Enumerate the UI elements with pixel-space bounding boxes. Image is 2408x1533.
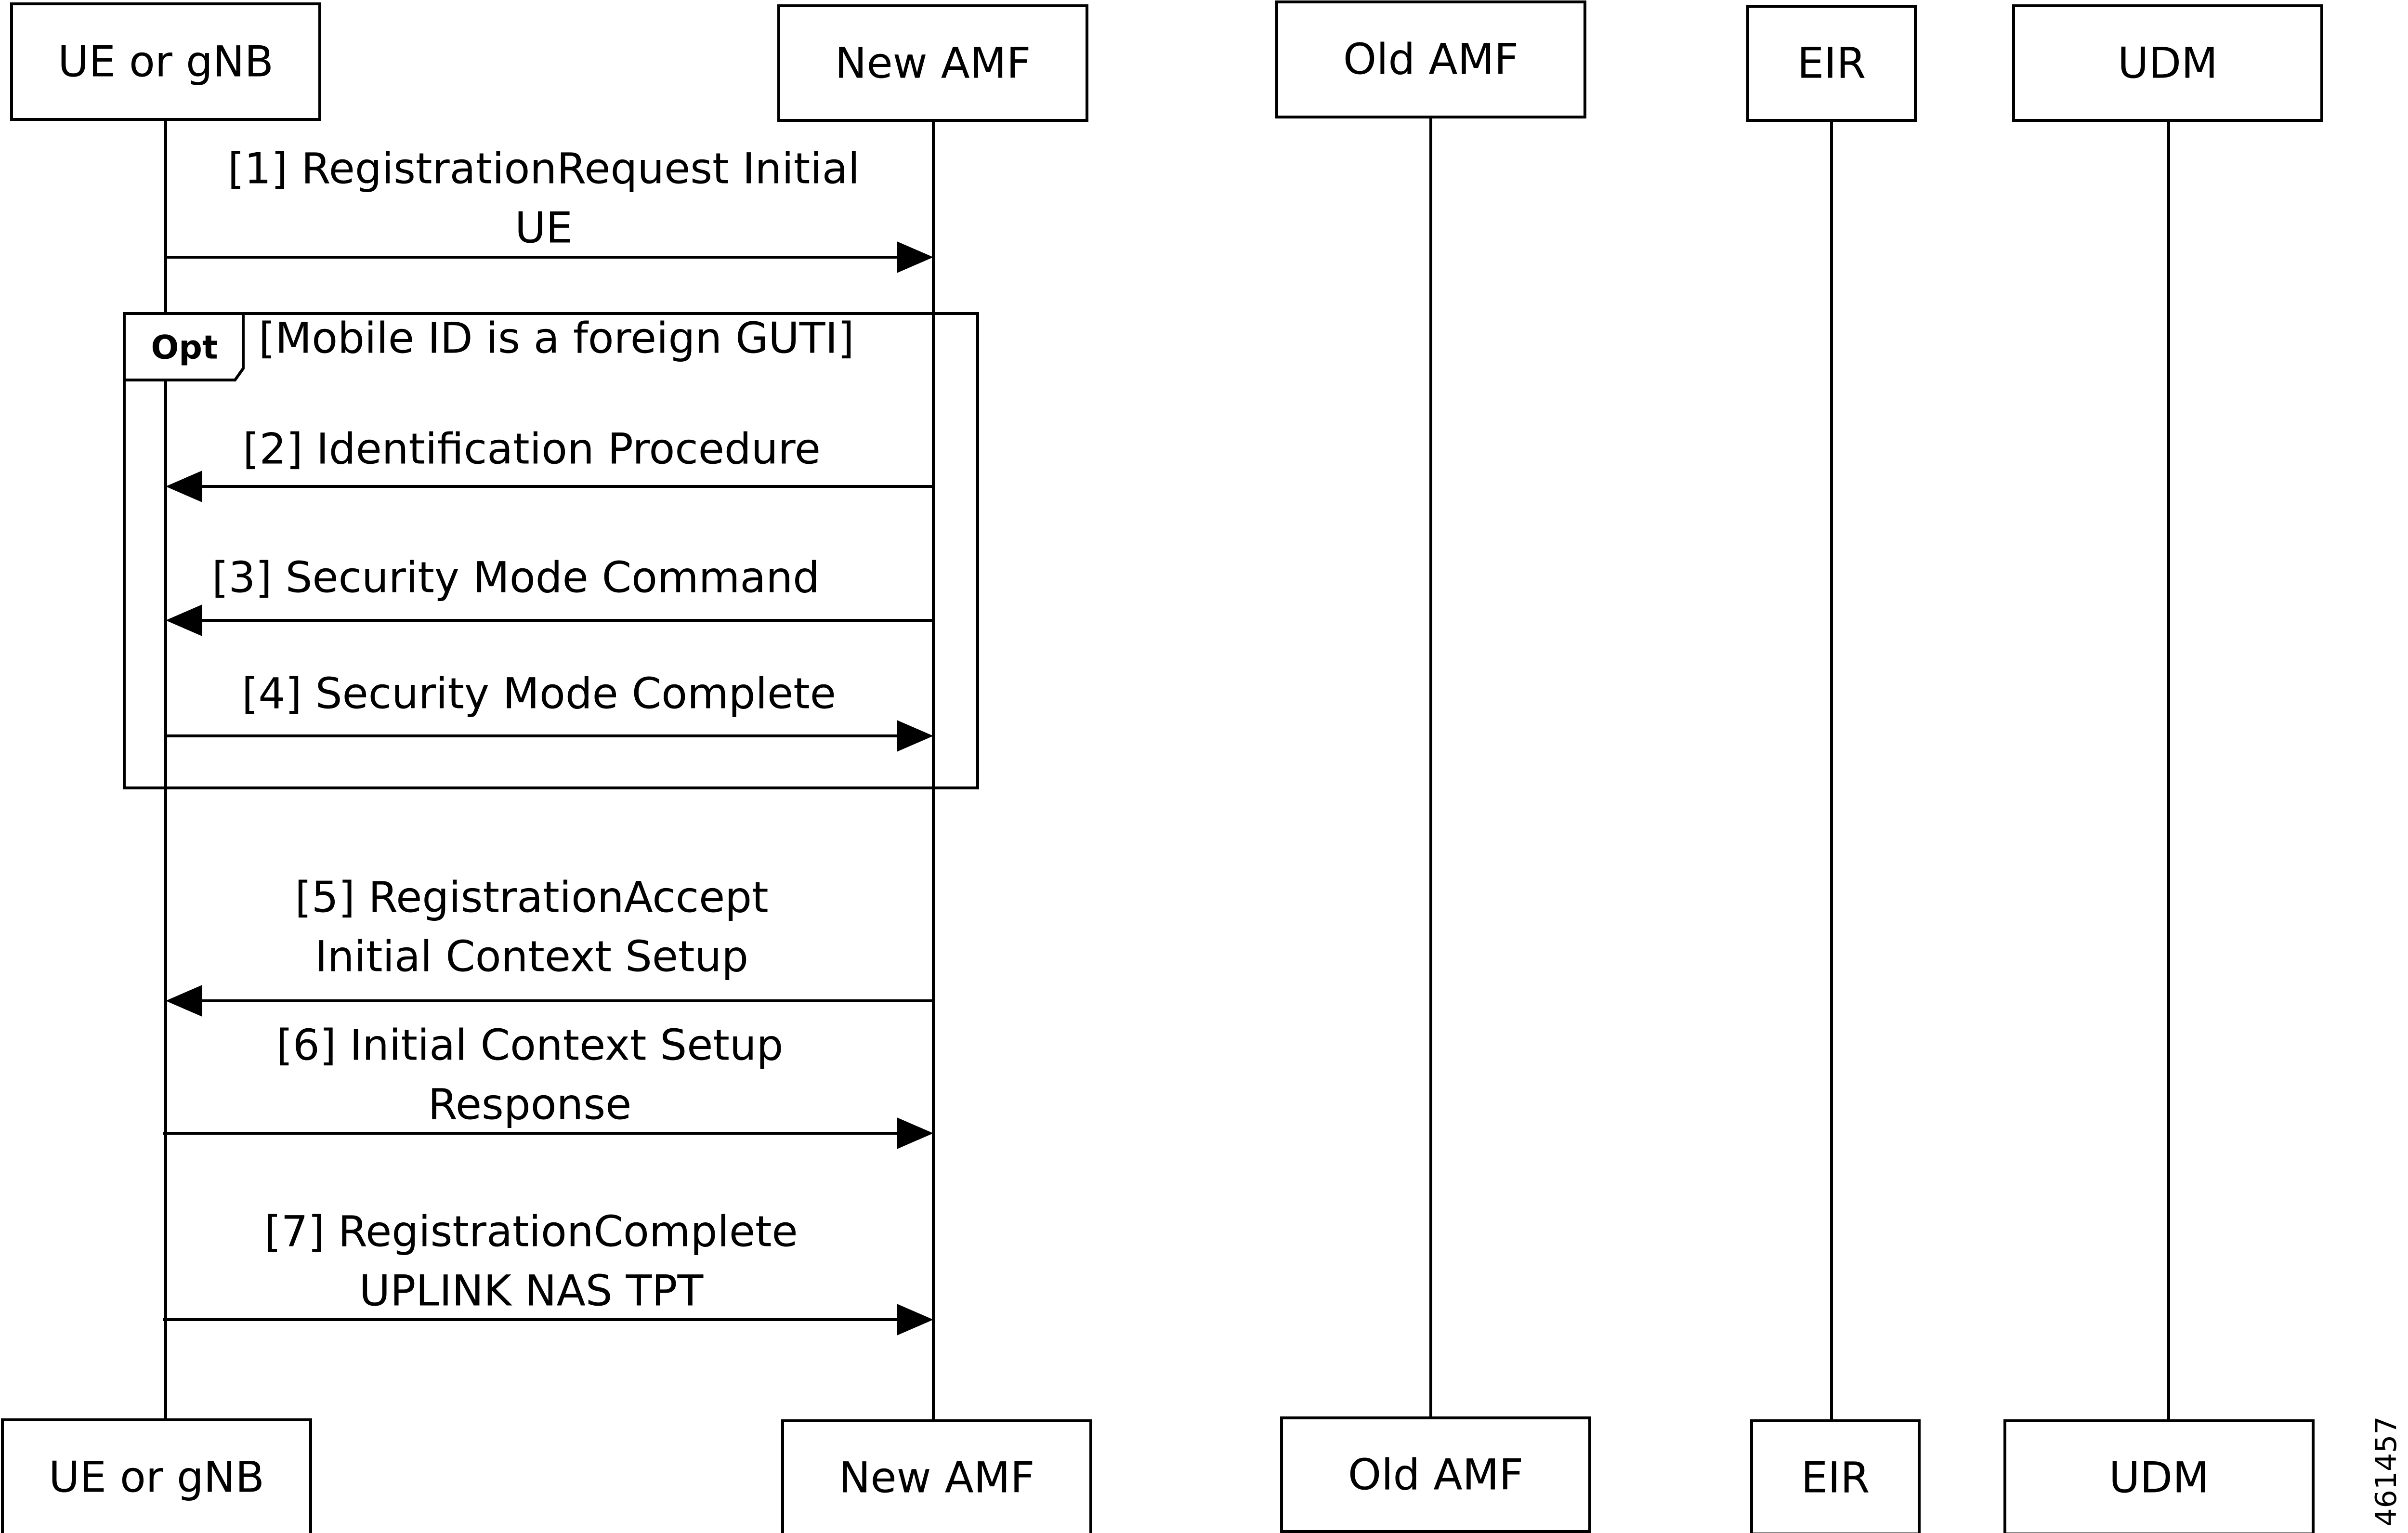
participant-label: UDM: [2109, 1453, 2209, 1503]
message-1: [1] RegistrationRequest Initial UE: [166, 144, 933, 273]
opt-operator-label: Opt: [151, 329, 218, 367]
message-2: [2] Identification Procedure: [166, 424, 933, 502]
participant-label: New AMF: [835, 39, 1031, 88]
message-3: [3] Security Mode Command: [166, 553, 933, 636]
message-label-line-1: [4] Security Mode Complete: [242, 669, 836, 719]
participant-top-eir: EIR: [1746, 5, 1917, 122]
arrowhead-icon: [166, 604, 202, 636]
message-label-line-1: [3] Security Mode Command: [212, 553, 820, 603]
message-label-line-1: [1] RegistrationRequest Initial: [228, 144, 860, 194]
message-label-line-2: Initial Context Setup: [315, 932, 748, 982]
participant-label: UE or gNB: [58, 37, 274, 87]
opt-frame: [123, 312, 979, 789]
participant-label: EIR: [1797, 39, 1866, 88]
participant-label: Old AMF: [1343, 35, 1518, 84]
participant-bottom-old-amf: Old AMF: [1280, 1416, 1591, 1533]
message-label-line-1: [7] RegistrationComplete: [264, 1207, 798, 1257]
participant-label: New AMF: [839, 1453, 1035, 1503]
participant-top-new-amf: New AMF: [777, 4, 1088, 122]
message-4: [4] Security Mode Complete: [166, 669, 933, 752]
participant-top-old-amf: Old AMF: [1275, 0, 1586, 118]
message-label-line-2: Response: [428, 1080, 632, 1129]
arrowhead-icon: [897, 241, 933, 273]
arrowhead-icon: [897, 1304, 933, 1336]
opt-guard-label: [Mobile ID is a foreign GUTI]: [259, 314, 854, 363]
arrowhead-icon: [166, 471, 202, 502]
figure-id: 461457: [2369, 1416, 2403, 1526]
participant-top-udm: UDM: [2012, 4, 2323, 122]
message-label-line-1: [2] Identification Procedure: [243, 424, 821, 474]
message-5: [5] RegistrationAccept Initial Context S…: [166, 873, 933, 1017]
message-6: [6] Initial Context Setup Response: [163, 1021, 933, 1149]
message-label-line-2: UE: [515, 203, 573, 253]
message-label-line-2: UPLINK NAS TPT: [359, 1266, 704, 1316]
arrowhead-icon: [897, 1117, 933, 1149]
arrowhead-icon: [897, 720, 933, 752]
message-7: [7] RegistrationComplete UPLINK NAS TPT: [163, 1207, 933, 1336]
message-label-line-1: [5] RegistrationAccept: [295, 873, 768, 922]
participant-bottom-new-amf: New AMF: [781, 1419, 1092, 1533]
participant-label: EIR: [1801, 1453, 1870, 1503]
opt-fragment: Opt [Mobile ID is a foreign GUTI]: [123, 312, 979, 789]
participant-label: UDM: [2118, 39, 2218, 88]
arrowhead-icon: [166, 985, 202, 1017]
participant-label: Old AMF: [1348, 1450, 1523, 1500]
participant-top-ue-or-gnb: UE or gNB: [10, 2, 321, 121]
participant-label: UE or gNB: [49, 1453, 264, 1502]
participant-bottom-eir: EIR: [1750, 1419, 1921, 1533]
participant-bottom-ue-or-gnb: UE or gNB: [1, 1418, 312, 1533]
opt-operator-tag: [123, 312, 245, 381]
participant-bottom-udm: UDM: [2003, 1419, 2315, 1533]
message-label-line-1: [6] Initial Context Setup: [276, 1021, 784, 1070]
